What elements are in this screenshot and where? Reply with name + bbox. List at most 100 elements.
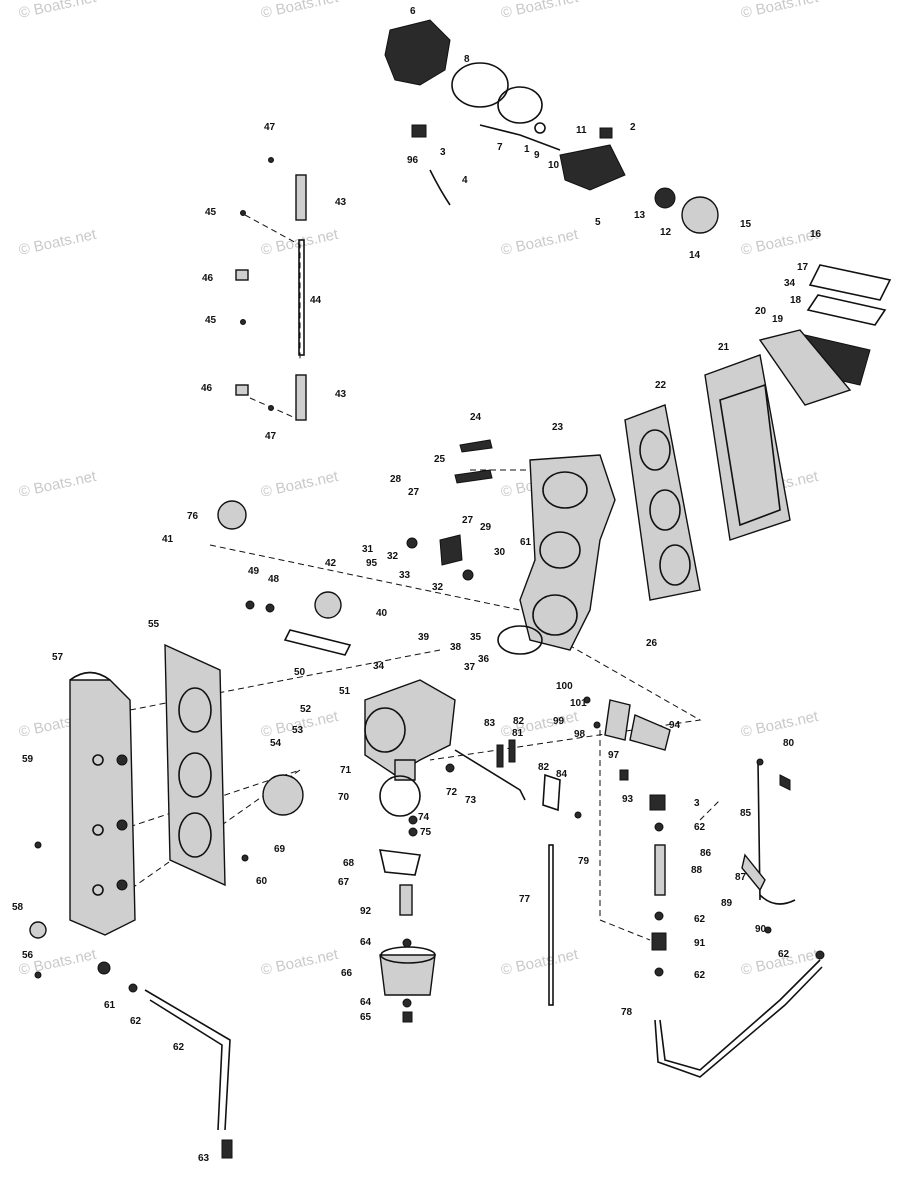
callout-label-62: 62 (694, 970, 706, 981)
callout-label-53: 53 (292, 725, 304, 736)
callout-label-17: 17 (797, 262, 809, 273)
callout-label-89: 89 (721, 898, 733, 909)
callout-label-51: 51 (339, 686, 351, 697)
callout-label-46: 46 (201, 383, 213, 394)
callout-label-61: 61 (104, 1000, 116, 1011)
callout-label-82: 82 (513, 716, 525, 727)
callout-label-27: 27 (408, 487, 420, 498)
callout-label-31: 31 (362, 544, 374, 555)
callout-layer: 1233456789101112131415161718192021222324… (12, 6, 822, 1164)
choke-linkage (217, 500, 474, 656)
callout-label-39: 39 (418, 632, 430, 643)
callout-label-43: 43 (335, 389, 347, 400)
callout-label-15: 15 (740, 219, 752, 230)
callout-label-61: 61 (520, 537, 532, 548)
callout-label-35: 35 (470, 632, 482, 643)
watermark-text: © Boats.net (739, 0, 820, 22)
callout-label-88: 88 (691, 865, 703, 876)
callout-label-67: 67 (338, 877, 350, 888)
watermark-text: © Boats.net (499, 0, 580, 22)
callout-label-101: 101 (570, 698, 587, 709)
callout-label-7: 7 (497, 142, 503, 153)
callout-label-6: 6 (410, 6, 416, 17)
callout-label-94: 94 (669, 720, 681, 731)
callout-label-26: 26 (646, 638, 658, 649)
callout-label-9: 9 (534, 150, 540, 161)
callout-label-12: 12 (660, 227, 672, 238)
callout-label-80: 80 (783, 738, 795, 749)
callout-label-43: 43 (335, 197, 347, 208)
callout-label-34: 34 (373, 661, 385, 672)
callout-label-91: 91 (694, 938, 706, 949)
callout-label-81: 81 (512, 728, 524, 739)
callout-label-68: 68 (343, 858, 355, 869)
callout-label-13: 13 (634, 210, 646, 221)
callout-label-10: 10 (548, 160, 560, 171)
callout-label-29: 29 (480, 522, 492, 533)
callout-label-33: 33 (399, 570, 411, 581)
callout-label-45: 45 (205, 315, 217, 326)
fuel-line-right (548, 758, 825, 1078)
callout-label-19: 19 (772, 314, 784, 325)
callout-label-60: 60 (256, 876, 268, 887)
callout-label-79: 79 (578, 856, 590, 867)
callout-label-57: 57 (52, 652, 64, 663)
callout-label-73: 73 (465, 795, 477, 806)
callout-label-54: 54 (270, 738, 282, 749)
callout-label-65: 65 (360, 1012, 372, 1023)
callout-label-69: 69 (274, 844, 286, 855)
callout-label-30: 30 (494, 547, 506, 558)
callout-label-16: 16 (810, 229, 822, 240)
callout-label-77: 77 (519, 894, 531, 905)
callout-label-96: 96 (407, 155, 419, 166)
fuel-hose-left (97, 961, 233, 1159)
callout-label-32: 32 (432, 582, 444, 593)
callout-label-62: 62 (130, 1016, 142, 1027)
callout-label-63: 63 (198, 1153, 210, 1164)
callout-label-97: 97 (608, 750, 620, 761)
callout-label-47: 47 (264, 122, 276, 133)
callout-label-37: 37 (464, 662, 476, 673)
callout-label-62: 62 (694, 822, 706, 833)
throttle-lever-right (496, 696, 671, 819)
callout-label-55: 55 (148, 619, 160, 630)
watermark-text: © Boats.net (17, 468, 98, 501)
callout-label-48: 48 (268, 574, 280, 585)
callout-label-28: 28 (390, 474, 402, 485)
callout-label-41: 41 (162, 534, 174, 545)
callout-label-11: 11 (576, 125, 587, 136)
silencer-cover (29, 643, 304, 979)
callout-label-99: 99 (553, 716, 565, 727)
callout-label-49: 49 (248, 566, 260, 577)
callout-label-52: 52 (300, 704, 312, 715)
watermark-text: © Boats.net (499, 226, 580, 259)
callout-label-36: 36 (478, 654, 490, 665)
callout-label-70: 70 (338, 792, 350, 803)
watermark-text: © Boats.net (259, 946, 340, 979)
callout-label-74: 74 (418, 812, 430, 823)
callout-label-87: 87 (735, 872, 747, 883)
callout-label-46: 46 (202, 273, 214, 284)
callout-label-58: 58 (12, 902, 24, 913)
callout-label-75: 75 (420, 827, 432, 838)
watermark-text: © Boats.net (17, 0, 98, 22)
callout-label-40: 40 (376, 608, 388, 619)
callout-label-100: 100 (556, 681, 573, 692)
callout-label-24: 24 (470, 412, 482, 423)
callout-label-95: 95 (366, 558, 378, 569)
callout-label-62: 62 (694, 914, 706, 925)
callout-label-71: 71 (340, 765, 352, 776)
callout-label-90: 90 (755, 924, 767, 935)
callout-label-1: 1 (524, 144, 530, 155)
callout-label-56: 56 (22, 950, 34, 961)
watermark-text: © Boats.net (259, 0, 340, 22)
watermark-text: © Boats.net (259, 468, 340, 501)
callout-label-2: 2 (630, 122, 636, 133)
callout-label-8: 8 (464, 54, 470, 65)
callout-label-18: 18 (790, 295, 802, 306)
parts-drawing (29, 19, 892, 1159)
callout-label-62: 62 (778, 949, 790, 960)
callout-label-98: 98 (574, 729, 586, 740)
callout-label-42: 42 (325, 558, 337, 569)
